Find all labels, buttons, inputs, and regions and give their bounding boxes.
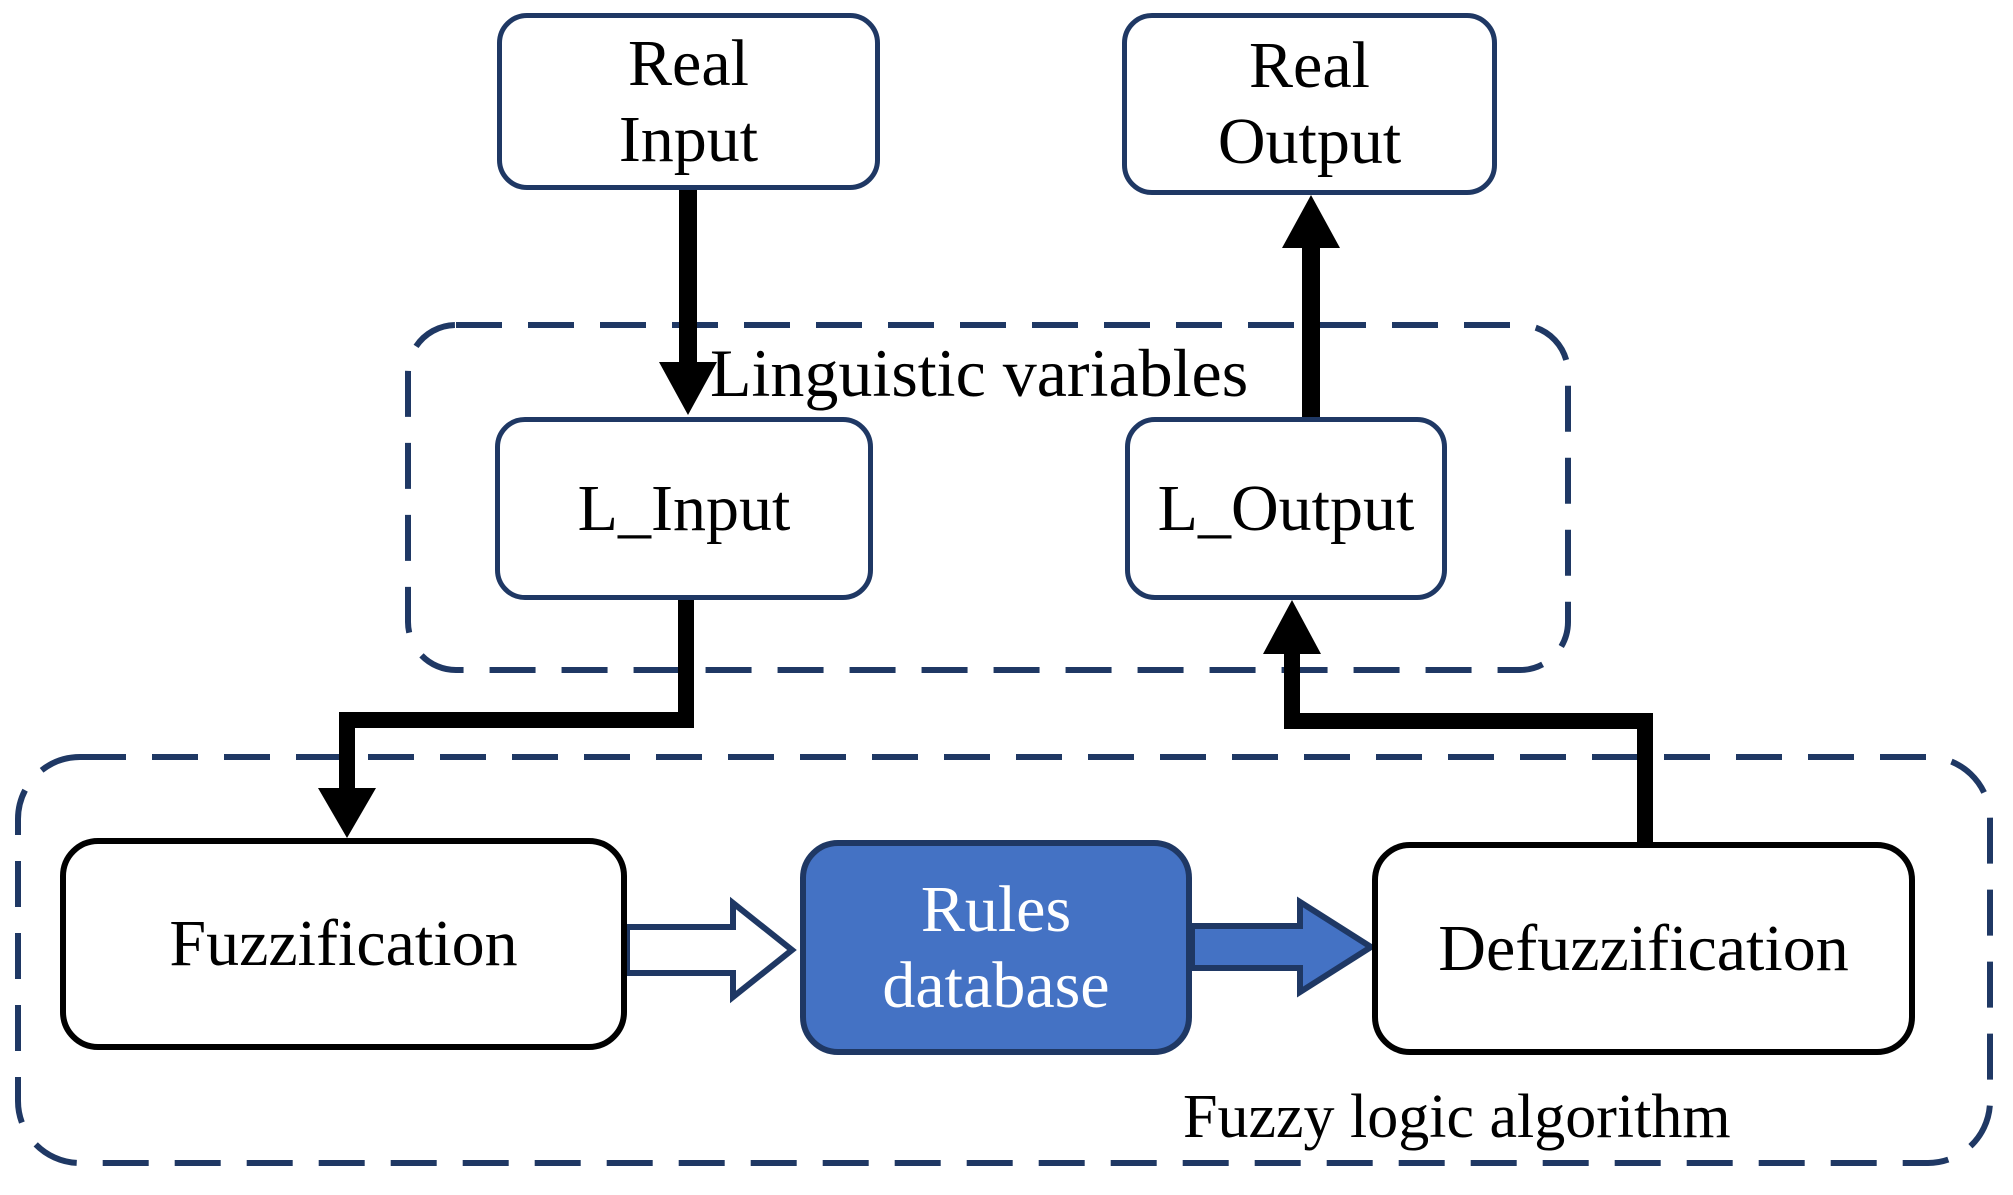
arrow-defuzzification-to-l-output [1284,654,1653,844]
real-input-label: Real Input [618,26,759,176]
defuzzification-node: Defuzzification [1372,842,1915,1055]
rules-database-label: Rules database [882,872,1110,1022]
real-output-node: Real Output [1122,13,1497,195]
fuzzy-logic-algorithm-label: Fuzzy logic algorithm [1183,1083,1731,1151]
l-output-node: L_Output [1125,417,1447,600]
hollow-block-arrow-fuzzification-to-rules [624,896,797,1004]
l-input-label: L_Input [577,471,791,545]
arrowhead-l-output-to-real-output [1282,195,1340,248]
l-input-node: L_Input [495,417,873,600]
blue-block-arrow-rules-to-defuzzification [1189,896,1377,998]
arrowhead-l-input-to-fuzzification [318,788,376,838]
linguistic-variables-label: Linguistic variables [710,335,1249,411]
arrow-l-input-to-fuzzification [339,598,694,792]
real-output-label: Real Output [1217,29,1402,178]
arrowhead-defuzzification-to-l-output [1263,600,1321,654]
fuzzification-label: Fuzzification [169,907,518,981]
l-output-label: L_Output [1157,471,1415,545]
arrowhead-real-input-to-l-input [659,362,717,415]
fuzzy-logic-container-border [15,754,1993,1166]
linguistic-variables-container-border [405,322,1571,673]
real-input-node: Real Input [497,13,880,190]
defuzzification-label: Defuzzification [1438,911,1849,985]
rules-database-node: Rules database [800,840,1192,1055]
fuzzification-node: Fuzzification [60,838,627,1050]
